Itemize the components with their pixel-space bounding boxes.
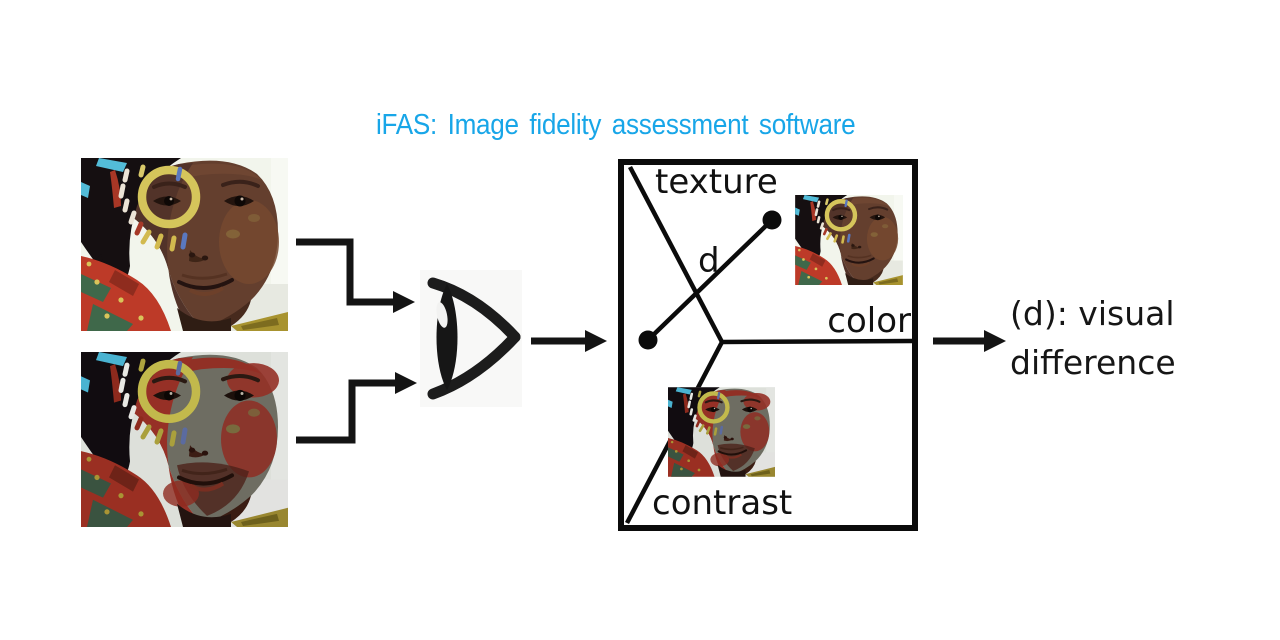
distance-line (646, 218, 774, 342)
reference-image (81, 158, 288, 331)
eye-icon (420, 270, 522, 407)
eye-highlight (436, 302, 448, 328)
texture-axis (628, 165, 724, 344)
reference-thumbnail (795, 195, 903, 285)
feature-space-diagram: texture d color contrast (625, 165, 912, 525)
output-line-2: difference (1010, 343, 1176, 382)
distorted-image (81, 352, 288, 527)
texture-axis-label: texture (655, 165, 778, 202)
contrast-axis-label: contrast (652, 483, 792, 523)
reference-point (762, 210, 782, 230)
arrow-reference-to-eye (296, 238, 393, 306)
arrowhead (984, 330, 1006, 352)
color-axis (721, 338, 912, 345)
color-axis-label: color (827, 301, 911, 341)
distorted-thumbnail (668, 387, 775, 476)
distance-label: d (698, 241, 720, 281)
distorted-point (638, 330, 658, 350)
arrowhead (585, 330, 607, 352)
arrow-distorted-to-eye (296, 379, 395, 444)
output-label: (d): visual difference (1010, 289, 1250, 387)
output-line-1: (d): visual (1010, 294, 1175, 333)
arrowhead (393, 291, 415, 313)
figure-title: iFAS: Image fidelity assessment software (376, 109, 856, 141)
feature-space-box: texture d color contrast (618, 159, 918, 531)
arrowhead (395, 372, 417, 394)
